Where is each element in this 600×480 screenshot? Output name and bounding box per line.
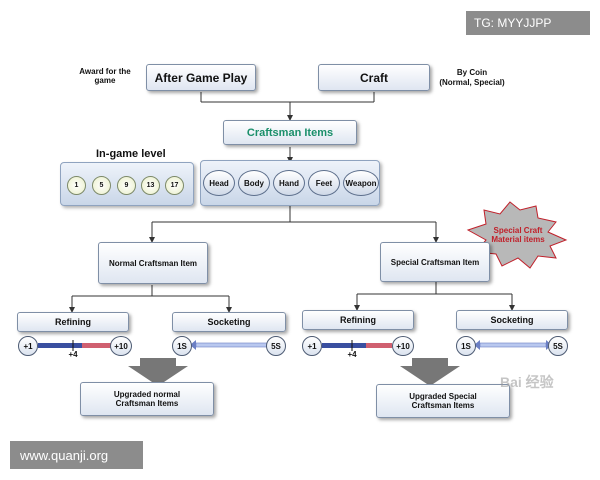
watermark-top-right: TG: MYYJJPP bbox=[466, 11, 590, 35]
upgraded-special-box: Upgraded Special Craftsman Items bbox=[376, 384, 510, 418]
coin-note-1: By Coin bbox=[456, 68, 488, 77]
upgraded-normal-line2: Craftsman Items bbox=[115, 399, 179, 408]
special-craft-badge-line2: Material items bbox=[491, 235, 545, 244]
level-17: 17 bbox=[165, 176, 184, 195]
special-craft-badge-line1: Special Craft bbox=[493, 226, 543, 235]
normal-craftsman-item-box: Normal Craftsman Item bbox=[98, 242, 208, 284]
level-13: 13 bbox=[141, 176, 160, 195]
normal-socket-min: 1S bbox=[172, 336, 192, 356]
normal-refine-min: +1 bbox=[18, 336, 38, 356]
normal-refine-mid: +4 bbox=[68, 350, 78, 359]
award-note: Award for the game bbox=[79, 67, 131, 85]
special-refine-min: +1 bbox=[302, 336, 322, 356]
slot-feet: Feet bbox=[308, 170, 340, 196]
coin-note-2: (Normal, Special) bbox=[439, 78, 505, 87]
watermark-baidu: Bai 经验 bbox=[500, 374, 554, 390]
normal-socketing-box: Socketing bbox=[172, 312, 286, 332]
special-craftsman-item-box: Special Craftsman Item bbox=[380, 242, 490, 282]
slot-body: Body bbox=[238, 170, 270, 196]
slot-head: Head bbox=[203, 170, 235, 196]
upgraded-normal-line1: Upgraded normal bbox=[113, 390, 181, 399]
level-9: 9 bbox=[117, 176, 136, 195]
in-game-level-title: In-game level bbox=[96, 148, 166, 160]
watermark-bottom-left: www.quanji.org bbox=[10, 441, 143, 469]
special-refine-mid: +4 bbox=[347, 350, 357, 359]
upgraded-normal-box: Upgraded normal Craftsman Items bbox=[80, 382, 214, 416]
level-5: 5 bbox=[92, 176, 111, 195]
upgraded-special-line1: Upgraded Special bbox=[409, 392, 477, 401]
special-socket-min: 1S bbox=[456, 336, 476, 356]
special-socket-max: 5S bbox=[548, 336, 568, 356]
slot-weapon: Weapon bbox=[343, 170, 379, 196]
slot-hand: Hand bbox=[273, 170, 305, 196]
special-refine-max: +10 bbox=[392, 336, 414, 356]
craft-box: Craft bbox=[318, 64, 430, 91]
upgraded-special-line2: Craftsman Items bbox=[411, 401, 475, 410]
normal-refine-max: +10 bbox=[110, 336, 132, 356]
special-craft-badge-shape bbox=[466, 201, 568, 269]
after-game-play-box: After Game Play bbox=[146, 64, 256, 91]
normal-refining-box: Refining bbox=[17, 312, 129, 332]
special-refining-box: Refining bbox=[302, 310, 414, 330]
craftsman-items-box: Craftsman Items bbox=[223, 120, 357, 145]
special-socketing-box: Socketing bbox=[456, 310, 568, 330]
normal-socket-max: 5S bbox=[266, 336, 286, 356]
level-1: 1 bbox=[67, 176, 86, 195]
